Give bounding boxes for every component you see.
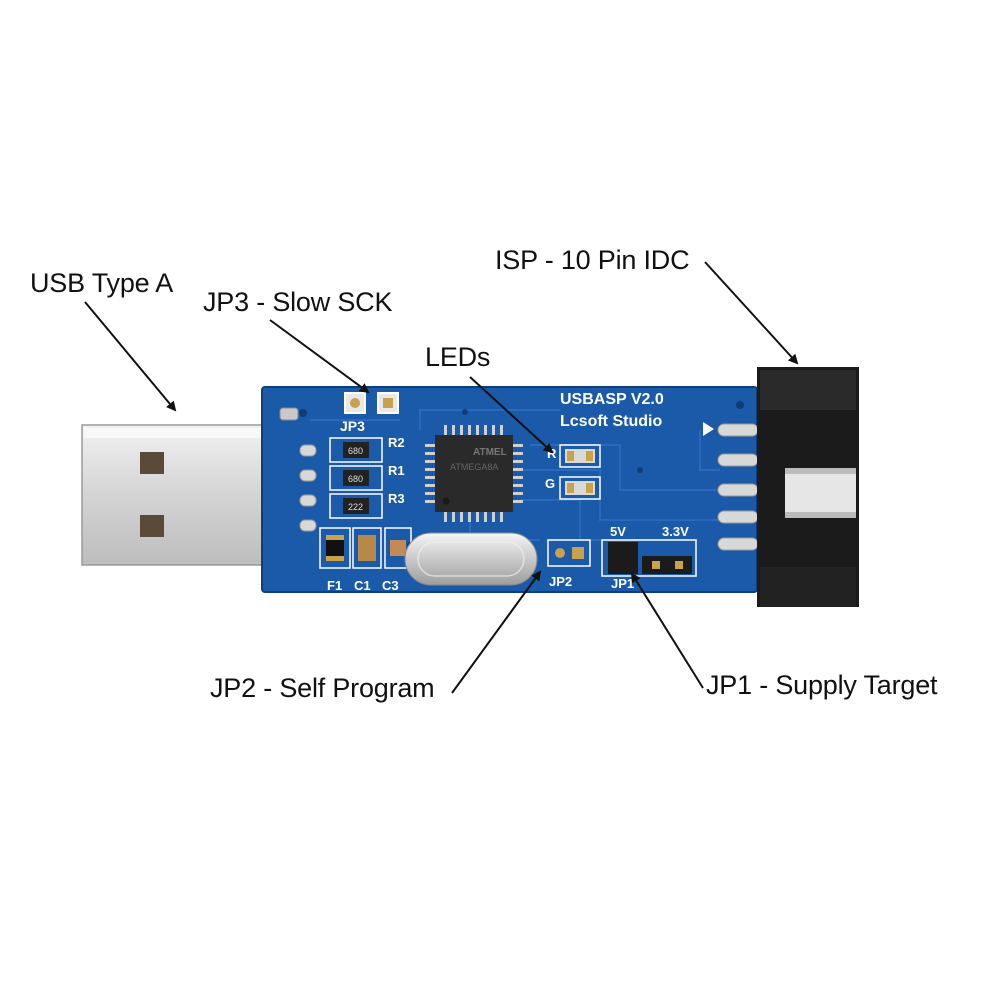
r1-value: 680 [348, 474, 363, 484]
jp3-silk-label: JP3 [340, 418, 365, 434]
f1-silk-label: F1 [327, 578, 342, 593]
usb-slot-top [140, 452, 164, 474]
jp1-silk-label: JP1 [611, 576, 634, 591]
callout-jp2: JP2 - Self Program [210, 673, 435, 703]
jp1-5v-label: 5V [610, 524, 626, 539]
usb-slot-bottom [140, 515, 164, 537]
crystal-oscillator [404, 532, 538, 586]
usb-pads [279, 407, 317, 532]
jp2-header: JP2 [547, 539, 591, 589]
r3-value: 222 [348, 502, 363, 512]
callout-leds: LEDs [425, 342, 491, 372]
atmega8a-chip: ATMEL ATMEGA8A [425, 425, 523, 522]
jp1-header: 5V 3.3V JP1 [601, 524, 697, 591]
c3-silk-label: C3 [382, 578, 399, 593]
callout-jp1: JP1 - Supply Target [706, 670, 938, 700]
arrow-isp [704, 261, 799, 365]
passive-components: F1 C1 C3 [319, 527, 412, 593]
chip-brand: ATMEL [473, 447, 507, 458]
arrow-leds [469, 376, 554, 454]
jp1-3v3-label: 3.3V [662, 524, 689, 539]
callout-arrows [84, 261, 799, 694]
board-title: USBASP V2.0 [560, 391, 664, 408]
led-g-silk: G [545, 476, 555, 491]
jp3-header: JP3 [340, 392, 399, 434]
callout-isp: ISP - 10 Pin IDC [495, 245, 690, 275]
resistor-array: 680 R2 680 R1 222 R3 [329, 435, 405, 519]
r1-silk-label: R1 [388, 463, 405, 478]
r2-silk-label: R2 [388, 435, 405, 450]
arrow-jp1 [630, 572, 704, 689]
led-r-silk: R [547, 446, 557, 461]
board-maker: Lcsoft Studio [560, 413, 662, 430]
r2-value: 680 [348, 446, 363, 456]
callout-usb-type-a: USB Type A [30, 268, 174, 298]
c1-silk-label: C1 [354, 578, 371, 593]
arrow-usb [84, 301, 177, 412]
status-leds: R G [545, 444, 601, 500]
isp-idc-connector [757, 367, 859, 607]
callout-jp3: JP3 - Slow SCK [203, 287, 393, 317]
jp2-silk-label: JP2 [549, 574, 572, 589]
arrow-jp3 [269, 319, 370, 394]
chip-model: ATMEGA8A [450, 462, 498, 472]
arrow-jp2 [451, 570, 542, 694]
r3-silk-label: R3 [388, 491, 405, 506]
